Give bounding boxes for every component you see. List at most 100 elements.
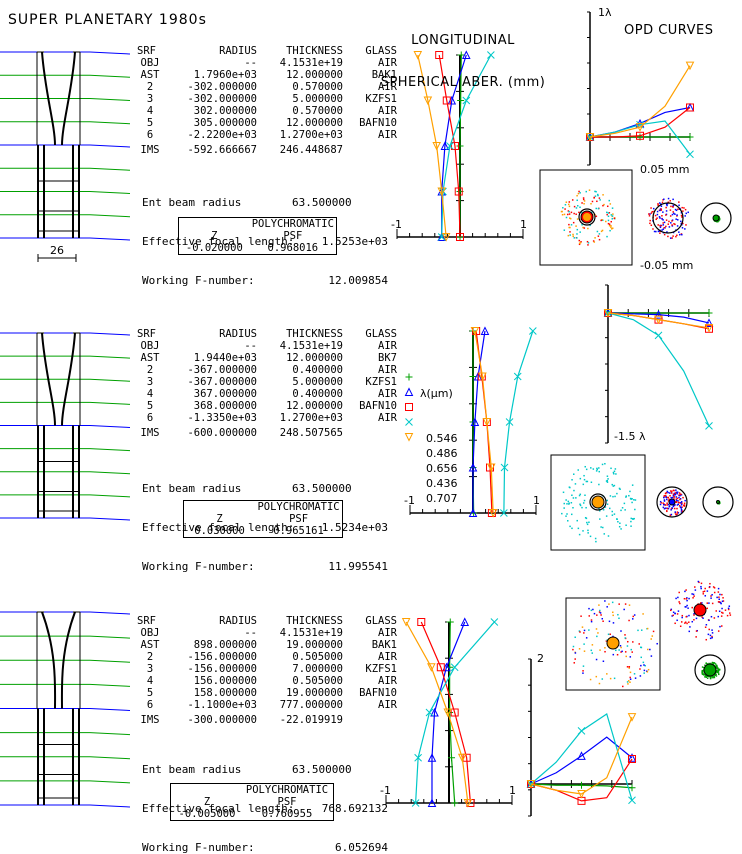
data-point [488, 509, 498, 518]
table-cell: 12.000000 [286, 69, 343, 81]
table-cell: 305.000000 [193, 117, 257, 129]
table-cell: 1.9440e+03 [193, 352, 257, 364]
spot-diagram [560, 189, 616, 246]
legend-item: 0.486 [402, 446, 458, 461]
x-tick-label: -1 [380, 784, 391, 797]
series-line-0.486 [431, 621, 466, 803]
psf-label: PSF [277, 796, 297, 808]
data-point [528, 327, 537, 335]
table-cell: BAFN10 [359, 400, 397, 412]
table-cell: IMS [140, 714, 160, 726]
table-cell: -1.3350e+03 [187, 412, 257, 424]
column-header: GLASS [365, 45, 397, 57]
psf-z-value: -0.020000 [185, 242, 243, 254]
table-cell: 19.000000 [286, 639, 343, 651]
data-point [470, 417, 480, 426]
table-cell: KZFS1 [365, 93, 397, 105]
table-cell: 0.400000 [292, 364, 343, 376]
data-point [450, 663, 459, 672]
data-point [685, 61, 695, 71]
legend-item: 0.546 [402, 431, 458, 446]
spot-diagram-frame [565, 597, 661, 691]
table-cell: 0.505000 [292, 651, 343, 663]
effective-focal-length: Effective focal length:768.692132 [142, 802, 388, 815]
value: 1.5253e+03 [321, 235, 388, 248]
psf-poly-label: POLYCHROMATIC [257, 501, 340, 513]
series-line-0.486 [530, 736, 633, 785]
x-tick-label: -1 [391, 218, 402, 231]
series-line-0.436 [503, 330, 534, 514]
opd-scale-label: -1.5 λ [614, 430, 646, 443]
series-line-0.707 [474, 330, 494, 514]
spot-diagram [561, 462, 637, 543]
table-cell: -367.000000 [187, 376, 257, 388]
data-point [480, 326, 490, 335]
ray-line [0, 214, 131, 218]
table-cell: 3 [146, 376, 154, 388]
working-f-number: Working F-number:6.052694 [142, 841, 388, 854]
data-point [411, 799, 420, 807]
table-cell: -- [244, 627, 257, 639]
ray-line [0, 401, 131, 405]
data-point [636, 131, 644, 140]
legend-x-icon [405, 418, 413, 426]
table-cell: 367.000000 [193, 388, 257, 400]
table-row: IMS-300.000000-22.019919 [137, 714, 397, 726]
ray-line [0, 167, 131, 171]
data-point [437, 232, 447, 241]
psf-z-value: -0.005000 [178, 808, 236, 820]
series-line-0.707 [417, 54, 447, 238]
effective-focal-length: Effective focal length:1.5234e+03 [142, 521, 388, 534]
data-point [628, 784, 636, 792]
spot-diagram [572, 600, 658, 688]
ray-line [0, 804, 131, 808]
column-header: THICKNESS [286, 328, 343, 340]
value: 768.692132 [321, 802, 388, 815]
table-cell: 12.000000 [286, 400, 343, 412]
data-point [427, 663, 436, 672]
series-line-0.656 [589, 107, 691, 138]
data-point [423, 96, 433, 106]
data-point [436, 663, 445, 672]
effective-focal-length: Effective focal length:1.5253e+03 [142, 235, 388, 248]
table-cell: AIR [378, 651, 397, 663]
series-line-0.656 [420, 621, 472, 804]
psf-z-value: 0.030000 [194, 525, 245, 537]
data-point [417, 618, 426, 626]
table-cell: 0.570000 [292, 105, 343, 117]
data-point [450, 142, 459, 150]
data-point [686, 103, 694, 112]
data-point [654, 331, 663, 340]
data-point [413, 51, 423, 60]
ray-line [0, 425, 131, 428]
table-cell: 3 [146, 93, 154, 105]
lens-elements [36, 611, 81, 805]
data-point [526, 780, 536, 789]
data-point [432, 142, 441, 151]
data-point [704, 323, 714, 333]
legend-square-icon [405, 403, 413, 411]
label: Effective focal length: [142, 521, 295, 534]
legend-label: 0.546 [426, 432, 458, 445]
data-point [627, 713, 637, 722]
table-cell: 2 [146, 81, 154, 93]
table-cell: -156.000000 [187, 651, 257, 663]
data-point [469, 373, 477, 380]
spot-diagram [648, 197, 689, 239]
table-cell [343, 714, 397, 726]
table-cell: AST [140, 639, 160, 651]
ray-line [0, 517, 131, 521]
data-point [437, 233, 446, 241]
